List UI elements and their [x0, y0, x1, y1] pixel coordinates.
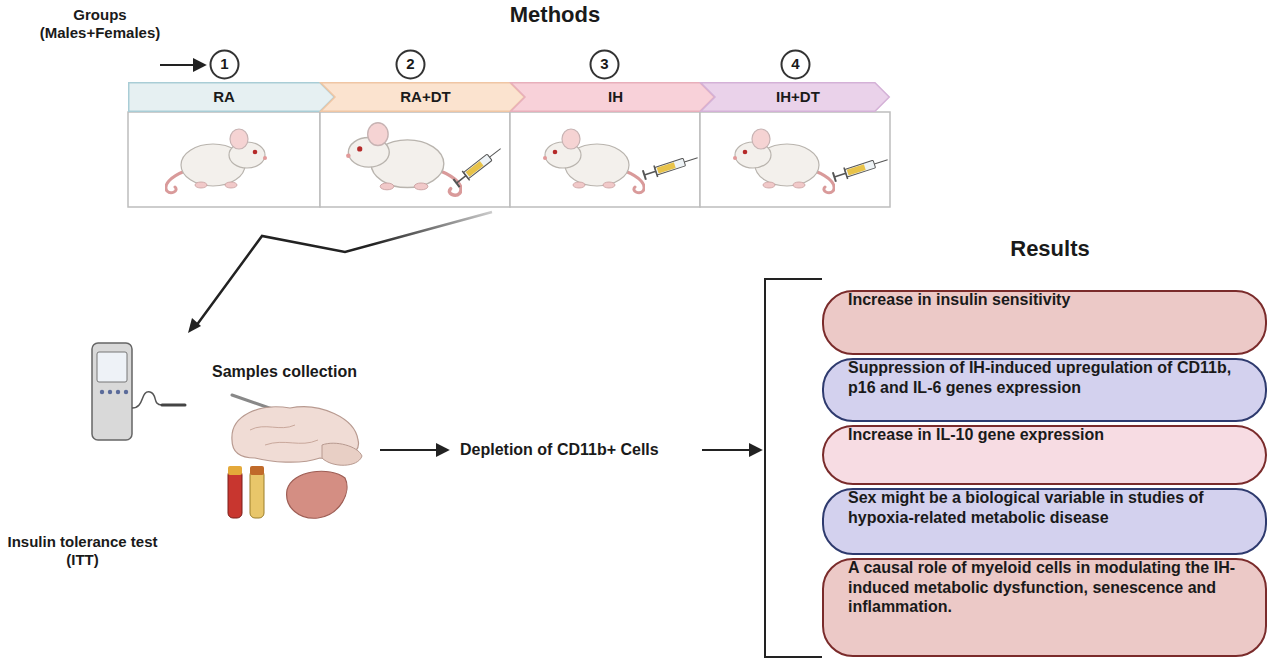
callout-number: 3 — [600, 55, 608, 73]
group-number: 4 — [780, 49, 811, 80]
results-bracket — [765, 279, 822, 657]
text-holder: 2 — [395, 49, 426, 80]
text-holder: IH+DT — [700, 82, 890, 112]
step-label: Depletion of CD11b+ Cells — [460, 440, 710, 459]
text-holder: A causal role of myeloid cells in modula… — [822, 558, 1267, 657]
samples-illustration — [228, 395, 362, 518]
text-holder: IH — [510, 82, 715, 112]
group-name: IH+DT — [776, 88, 820, 106]
callout-number: 1 — [220, 55, 228, 73]
rounded-box — [823, 291, 1266, 354]
result-text: A causal role of myeloid cells in modula… — [848, 558, 1248, 617]
text-holder: Suppression of IH-induced upregulation o… — [822, 358, 1267, 422]
text-holder: Increase in IL-10 gene expression — [822, 425, 1267, 485]
result-box: Increase in IL-10 gene expression — [822, 425, 1267, 485]
result-box: A causal role of myeloid cells in modula… — [822, 558, 1267, 657]
text-holder: RA — [128, 82, 335, 112]
result-box: Increase in insulin sensitivity — [822, 290, 1267, 355]
flow-arrow — [196, 212, 492, 326]
number-circle — [397, 51, 425, 79]
text-holder: RA+DT — [320, 82, 525, 112]
group-number: 3 — [589, 49, 620, 80]
result-box: Sex might be a biological variable in st… — [822, 488, 1267, 555]
group-number: 1 — [209, 49, 240, 80]
process-arrow — [702, 449, 760, 451]
number-circle — [782, 51, 810, 79]
text-holder: Increase in insulin sensitivity — [822, 290, 1267, 355]
group-name: RA — [213, 88, 235, 106]
result-text: Sex might be a biological variable in st… — [848, 488, 1248, 527]
step-label: Insulin tolerance test (ITT) — [0, 533, 165, 569]
text-holder: 4 — [780, 49, 811, 80]
rounded-box — [823, 559, 1266, 656]
group-note: Groups (Males+Females) — [35, 6, 165, 42]
result-text: Increase in insulin sensitivity — [848, 290, 1248, 310]
pointer-arrow — [160, 64, 204, 66]
chevron-shape — [321, 83, 525, 112]
group-number: 2 — [395, 49, 426, 80]
mouse-illustrations — [166, 123, 890, 195]
section-heading: Results — [950, 236, 1150, 262]
number-circle — [211, 51, 239, 79]
rounded-box — [823, 359, 1266, 421]
callout-number: 4 — [791, 55, 799, 73]
step-label: Samples collection — [212, 362, 402, 381]
text-holder: 1 — [209, 49, 240, 80]
result-text: Suppression of IH-induced upregulation o… — [848, 358, 1248, 397]
number-circle — [591, 51, 619, 79]
rounded-box — [823, 489, 1266, 554]
chevron-shape — [129, 83, 335, 112]
rounded-box — [823, 426, 1266, 484]
result-text: Increase in IL-10 gene expression — [848, 425, 1248, 445]
glucometer-illustration — [92, 343, 185, 440]
result-box: Suppression of IH-induced upregulation o… — [822, 358, 1267, 422]
text-holder: 3 — [589, 49, 620, 80]
group-name: RA+DT — [400, 88, 450, 106]
chevron-shape — [511, 83, 715, 112]
picture-panels — [128, 112, 890, 207]
process-arrow — [380, 449, 447, 451]
text-holder: Sex might be a biological variable in st… — [822, 488, 1267, 555]
group-band: RA — [128, 82, 335, 112]
group-band: IH+DT — [700, 82, 890, 112]
group-name: IH — [608, 88, 623, 106]
chevron-shape — [701, 83, 890, 112]
group-band: IH — [510, 82, 715, 112]
callout-number: 2 — [406, 55, 414, 73]
group-band: RA+DT — [320, 82, 525, 112]
arrow-head — [188, 318, 201, 333]
section-heading: Methods — [455, 2, 655, 28]
